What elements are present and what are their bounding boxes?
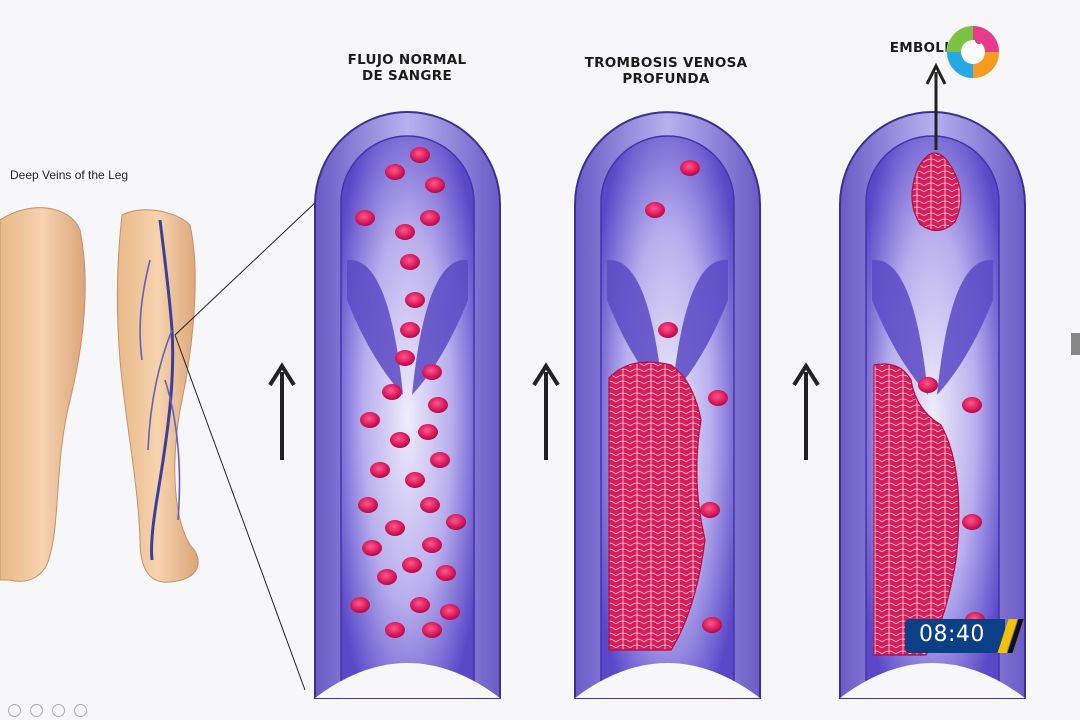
blood-cell	[395, 350, 415, 366]
blood-cell	[645, 202, 665, 218]
blood-cell	[420, 497, 440, 513]
vein-cutaway	[840, 663, 1025, 698]
blood-cell	[446, 514, 466, 530]
prev-icon[interactable]	[8, 704, 21, 717]
blood-cell	[410, 597, 430, 613]
blood-cell	[382, 384, 402, 400]
panel-title-dvt: TROMBOSIS VENOSA PROFUNDA	[562, 55, 770, 87]
presentation-toolbar	[0, 700, 110, 720]
pen-icon[interactable]	[30, 704, 43, 717]
blood-cell	[400, 254, 420, 270]
valve-leaflet-right	[937, 259, 993, 395]
valve-leaflet-left	[872, 259, 928, 395]
blood-cell	[360, 412, 380, 428]
blood-cell	[390, 432, 410, 448]
blood-cell	[440, 604, 460, 620]
blood-cell	[405, 292, 425, 308]
blood-cell	[428, 397, 448, 413]
vein-cutaway	[315, 663, 500, 698]
blood-cell	[400, 322, 420, 338]
blood-cell	[700, 502, 720, 518]
blood-cell	[358, 497, 378, 513]
blood-cell	[708, 390, 728, 406]
valve-leaflet-right	[412, 259, 468, 395]
panel-title-line: FLUJO NORMAL	[347, 52, 467, 68]
flow-arrow-2	[532, 362, 560, 460]
blood-cell	[418, 424, 438, 440]
vein-cutaway	[575, 663, 760, 698]
blood-cell	[702, 617, 722, 633]
blood-cell	[377, 569, 397, 585]
blood-cell	[385, 520, 405, 536]
scroll-handle[interactable]	[1071, 333, 1080, 355]
panel-title-line: EMBOLIA	[889, 40, 961, 56]
thrombus-clot	[873, 363, 960, 656]
thrombus-clot	[608, 361, 706, 651]
blood-cell	[395, 224, 415, 240]
blood-cell	[410, 147, 430, 163]
leg-caption: Deep Veins of the Leg	[10, 168, 129, 182]
blood-cell	[350, 597, 370, 613]
embolism-arrow	[925, 62, 947, 150]
more-icon[interactable]	[74, 704, 87, 717]
blood-cell	[680, 160, 700, 176]
blood-cell	[422, 537, 442, 553]
blood-cell	[405, 472, 425, 488]
blood-cell	[918, 377, 938, 393]
panel-title-line: DE SANGRE	[362, 68, 452, 84]
panel-title-line: PROFUNDA	[622, 71, 710, 87]
blood-cell	[436, 565, 456, 581]
clock-background	[905, 619, 1005, 653]
panel-title-embolism: EMBOLIA	[880, 40, 970, 56]
leg-illustration	[0, 207, 199, 583]
blood-cell	[422, 622, 442, 638]
channel-logo-icon	[946, 25, 1000, 79]
blood-cell	[362, 540, 382, 556]
valve-leaflet-left	[607, 259, 663, 395]
blood-cell	[422, 364, 442, 380]
embolus-clot	[911, 152, 962, 232]
flow-arrow-1	[268, 362, 296, 460]
clock-time: 08:40	[919, 622, 985, 647]
blood-cell	[658, 322, 678, 338]
blood-cell	[962, 514, 982, 530]
panel-title-normal-flow: FLUJO NORMAL DE SANGRE	[318, 52, 496, 84]
flow-arrow-3	[792, 362, 820, 460]
blood-cell	[355, 210, 375, 226]
vein-dvt	[574, 111, 761, 699]
blood-cell	[370, 462, 390, 478]
panel-title-line: TROMBOSIS VENOSA	[584, 55, 748, 71]
valve-leaflet-left	[347, 259, 403, 395]
vein-normal-flow	[314, 111, 501, 699]
blood-cell	[962, 397, 982, 413]
blood-cell	[385, 164, 405, 180]
valve-leaflet-right	[672, 259, 728, 395]
zoom-icon[interactable]	[52, 704, 65, 717]
blood-cell	[430, 452, 450, 468]
blood-cell	[425, 177, 445, 193]
clock-overlay: 08:40	[905, 619, 1024, 653]
blood-cell	[402, 557, 422, 573]
blood-cell	[385, 622, 405, 638]
blood-cell	[420, 210, 440, 226]
vein-embolism	[839, 111, 1026, 699]
